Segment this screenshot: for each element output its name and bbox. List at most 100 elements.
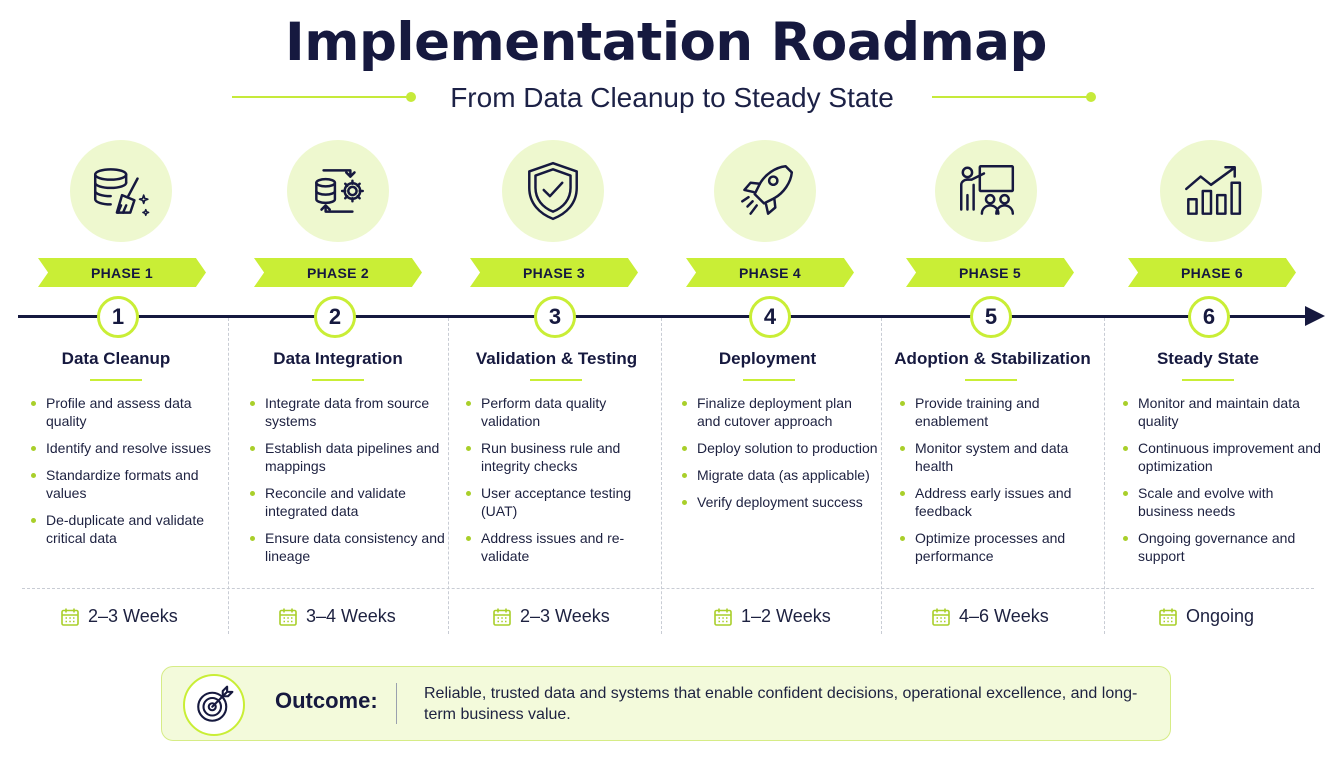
phase-3-column: PHASE 3 3 Validation & Testing Perform d… [448, 0, 661, 640]
phase-2-number: 2 [314, 296, 356, 338]
phase-6-banner: PHASE 6 [1128, 258, 1296, 287]
phase-4-task-list: Finalize deployment plan and cutover app… [681, 394, 879, 520]
list-item: De-duplicate and validate critical data [30, 511, 220, 547]
phase-6-column: PHASE 6 6 Steady State Monitor and maint… [1104, 0, 1329, 640]
calendar-icon [1159, 608, 1177, 626]
phase-3-duration: 2–3 Weeks [492, 606, 610, 627]
title-decoration-left [232, 92, 416, 102]
column-divider [661, 318, 662, 634]
list-item: Integrate data from source systems [249, 394, 445, 430]
phase-2-banner: PHASE 2 [254, 258, 422, 287]
timeline-axis [18, 315, 1308, 318]
column-divider [448, 318, 449, 634]
duration-label: 2–3 Weeks [520, 606, 610, 626]
title-underline [743, 379, 795, 381]
phase-4-number: 4 [749, 296, 791, 338]
list-item: Deploy solution to production [681, 439, 879, 457]
page-title: Implementation Roadmap [285, 12, 1047, 73]
phase-4-banner: PHASE 4 [686, 258, 854, 287]
column-divider [881, 318, 882, 634]
list-item: Finalize deployment plan and cutover app… [681, 394, 879, 430]
phase-4-column: PHASE 4 4 Deployment Finalize deployment… [661, 0, 881, 640]
phase-3-banner: PHASE 3 [470, 258, 638, 287]
phase-3-task-list: Perform data quality validation Run busi… [465, 394, 659, 574]
phase-2-task-list: Integrate data from source systems Estab… [249, 394, 445, 574]
list-item: Ensure data consistency and lineage [249, 529, 445, 565]
growth-chart-icon [1160, 140, 1262, 242]
duration-label: 1–2 Weeks [741, 606, 831, 626]
list-item: Scale and evolve with business needs [1122, 484, 1327, 520]
list-item: Address issues and re-validate [465, 529, 659, 565]
calendar-icon [279, 608, 297, 626]
phase-2-title: Data Integration [273, 349, 403, 368]
phase-5-banner: PHASE 5 [906, 258, 1074, 287]
phase-5-column: PHASE 5 5 Adoption & Stabilization Provi… [881, 0, 1104, 640]
shield-check-icon [502, 140, 604, 242]
list-item: Profile and assess data quality [30, 394, 220, 430]
phase-3-number: 3 [534, 296, 576, 338]
list-item: Identify and resolve issues [30, 439, 220, 457]
list-item: Establish data pipelines and mappings [249, 439, 445, 475]
title-underline [1182, 379, 1234, 381]
phase-5-duration: 4–6 Weeks [931, 606, 1049, 627]
phase-3-title: Validation & Testing [475, 349, 638, 368]
title-underline [530, 379, 582, 381]
list-item: Ongoing governance and support [1122, 529, 1327, 565]
title-underline [312, 379, 364, 381]
database-broom-icon [70, 140, 172, 242]
phase-6-duration: Ongoing [1158, 606, 1254, 627]
duration-label: 2–3 Weeks [88, 606, 178, 626]
phase-1-title: Data Cleanup [61, 349, 171, 368]
page-subtitle: From Data Cleanup to Steady State [450, 82, 894, 113]
list-item: Verify deployment success [681, 493, 879, 511]
calendar-icon [932, 608, 950, 626]
phase-1-number: 1 [97, 296, 139, 338]
phase-2-column: PHASE 2 2 Data Integration Integrate dat… [228, 0, 448, 640]
duration-label: 3–4 Weeks [306, 606, 396, 626]
list-item: Continuous improvement and optimization [1122, 439, 1327, 475]
list-item: Monitor system and data health [899, 439, 1099, 475]
phase-1-banner: PHASE 1 [38, 258, 206, 287]
list-item: Provide training and enablement [899, 394, 1099, 430]
database-sync-gear-icon [287, 140, 389, 242]
calendar-icon [493, 608, 511, 626]
list-item: Perform data quality validation [465, 394, 659, 430]
outcome-text: Reliable, trusted data and systems that … [424, 685, 1138, 723]
outcome-divider [396, 683, 397, 724]
outcome-box: Outcome: Reliable, trusted data and syst… [161, 666, 1171, 741]
list-item: Reconcile and validate integrated data [249, 484, 445, 520]
list-item: Standardize formats and values [30, 466, 220, 502]
list-item: Monitor and maintain data quality [1122, 394, 1327, 430]
phase-6-task-list: Monitor and maintain data quality Contin… [1122, 394, 1327, 574]
phase-6-title: Steady State [1156, 349, 1260, 368]
phase-1-duration: 2–3 Weeks [60, 606, 178, 627]
duration-label: 4–6 Weeks [959, 606, 1049, 626]
list-item: Migrate data (as applicable) [681, 466, 879, 484]
phase-5-number: 5 [970, 296, 1012, 338]
column-divider [228, 318, 229, 634]
column-divider [1104, 318, 1105, 634]
phase-6-number: 6 [1188, 296, 1230, 338]
title-underline [90, 379, 142, 381]
duration-divider [22, 588, 1314, 589]
title-underline [965, 379, 1017, 381]
presentation-training-icon [935, 140, 1037, 242]
target-icon [183, 674, 245, 736]
list-item: User acceptance testing (UAT) [465, 484, 659, 520]
phase-1-task-list: Profile and assess data quality Identify… [30, 394, 220, 556]
phase-2-duration: 3–4 Weeks [278, 606, 396, 627]
rocket-icon [714, 140, 816, 242]
phase-4-title: Deployment [718, 349, 817, 368]
title-decoration-right [932, 92, 1096, 102]
outcome-label: Outcome: [275, 688, 378, 713]
phase-4-duration: 1–2 Weeks [713, 606, 831, 627]
duration-label: Ongoing [1186, 606, 1255, 626]
phase-5-task-list: Provide training and enablement Monitor … [899, 394, 1099, 574]
list-item: Run business rule and integrity checks [465, 439, 659, 475]
timeline-arrowhead [1305, 306, 1325, 326]
list-item: Optimize processes and performance [899, 529, 1099, 565]
phase-5-title: Adoption & Stabilization [894, 349, 1091, 368]
calendar-icon [61, 608, 79, 626]
calendar-icon [714, 608, 732, 626]
phase-1-column: PHASE 1 1 Data Cleanup Profile and asses… [0, 0, 228, 640]
